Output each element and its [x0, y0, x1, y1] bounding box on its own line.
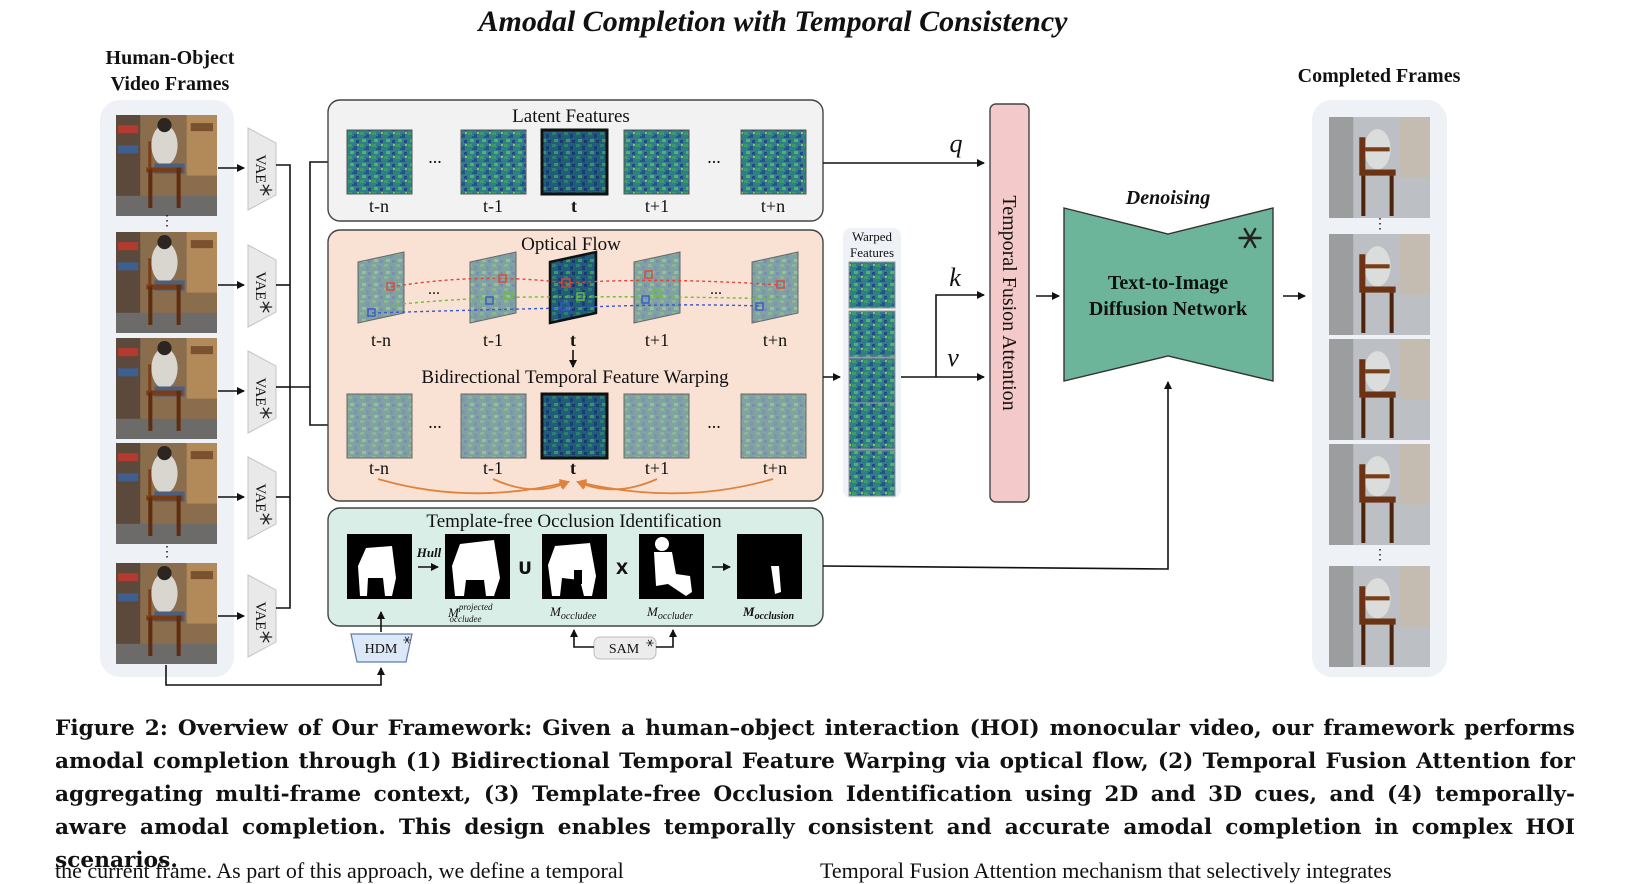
warped-title-line2: Features [850, 245, 894, 260]
body-text-right: Temporal Fusion Attention mechanism that… [820, 858, 1392, 883]
mask-subscript: occlusion [755, 611, 795, 622]
warping-label: t+n [763, 458, 787, 478]
warped-feature-stack [848, 261, 896, 497]
completed-frame [1329, 444, 1430, 545]
hdm-block [350, 633, 413, 663]
warping-label: t [570, 458, 576, 478]
sam-block [593, 636, 657, 660]
vae-label: VAE [252, 484, 268, 513]
flow-correspondences [371, 277, 782, 314]
warping-title: Bidirectional Temporal Feature Warping [421, 367, 729, 388]
vae-label: VAE [252, 378, 268, 407]
mask-subscript: occluder [658, 611, 693, 622]
warped-maps [346, 392, 807, 460]
flow-ellipsis: ... [710, 281, 722, 298]
warping-arcs [377, 478, 774, 495]
completed-frame [1329, 566, 1430, 667]
flow-markers [367, 270, 785, 317]
mask-images [347, 534, 802, 599]
optical-flow-title: Optical Flow [521, 234, 621, 255]
diffusion-label-line2: Diffusion Network [1089, 298, 1248, 320]
mask-symbol: M [646, 604, 659, 619]
completed-frame [1329, 339, 1430, 440]
flow-label: t+n [763, 330, 787, 350]
occlusion-title: Template-free Occlusion Identification [426, 511, 722, 532]
warping-label: t-n [369, 458, 389, 478]
input-frame [116, 443, 217, 544]
multiply-operator: X [616, 559, 629, 578]
mask-label-occludee: Moccludee [549, 604, 597, 622]
input-to-modules-arrows [165, 611, 677, 686]
warping-ellipsis: ... [707, 412, 721, 432]
mask-symbol: M [742, 604, 755, 619]
ellipsis-vertical: ⋮ [160, 545, 174, 560]
vae-label: VAE [252, 602, 268, 631]
latent-maps [346, 128, 807, 196]
latent-ellipsis: ... [707, 147, 721, 167]
mask-label-occlusion: Mocclusion [742, 604, 794, 622]
frame-arrows [218, 158, 343, 620]
v-label: v [947, 343, 959, 372]
flow-label: t+1 [645, 330, 669, 350]
figure-caption: Figure 2: Overview of Our Framework: Giv… [55, 716, 1575, 873]
denoising-label: Denoising [1125, 187, 1210, 209]
latent-label: t-n [369, 196, 389, 216]
mask-label-occluder: Moccluder [646, 604, 693, 622]
completed-frame [1329, 117, 1430, 218]
hull-label: Hull [416, 545, 442, 560]
latent-ellipsis: ... [428, 147, 442, 167]
latent-label: t [571, 196, 577, 216]
vae-label: VAE [252, 155, 268, 184]
union-operator: U [518, 559, 532, 579]
latent-label: t+1 [645, 196, 669, 216]
flow-label: t-1 [483, 330, 503, 350]
hdm-label: HDM [365, 642, 398, 657]
ellipsis-vertical: ⋮ [160, 214, 174, 229]
ellipsis-vertical: ⋮ [1373, 217, 1387, 232]
warping-label: t+1 [645, 458, 669, 478]
input-title-line1: Human-Object [106, 47, 235, 69]
temporal-fusion-attention-label: Temporal Fusion Attention [998, 195, 1020, 410]
q-label: q [950, 129, 963, 158]
sam-label: SAM [609, 642, 640, 657]
input-frame [116, 563, 217, 664]
mask-symbol: M [549, 604, 562, 619]
diffusion-label-line1: Text-to-Image [1108, 272, 1228, 294]
latent-label: t-1 [483, 196, 503, 216]
input-frame [116, 232, 217, 333]
flow-label: t-n [371, 330, 391, 350]
completed-frame [1329, 234, 1430, 335]
occlusion-to-diffusion-arrow [822, 381, 1172, 570]
vae-encoders: VAE VAE VAE VAE VAE [247, 127, 277, 658]
completed-frames-title: Completed Frames [1298, 65, 1461, 87]
latent-features-title: Latent Features [512, 106, 630, 127]
mask-label-projected: Mprojected occludee [447, 602, 493, 624]
k-label: k [949, 263, 961, 292]
warping-label: t-1 [483, 458, 503, 478]
warping-ellipsis: ... [428, 412, 442, 432]
warped-title-line1: Warped [852, 229, 893, 244]
input-frame [116, 115, 217, 216]
flow-label: t [570, 330, 576, 350]
vae-label: VAE [252, 272, 268, 301]
temporal-fusion-attention-block [989, 103, 1030, 503]
mask-symbol: M [447, 605, 460, 620]
latent-label: t+n [761, 196, 785, 216]
diffusion-network-block [1063, 207, 1274, 382]
ellipsis-vertical: ⋮ [1373, 548, 1387, 563]
mask-superscript: projected [458, 602, 493, 612]
mask-subscript: occludee [450, 614, 482, 624]
input-frame [116, 338, 217, 439]
figure-title: Amodal Completion with Temporal Consiste… [477, 5, 1069, 38]
body-text-row: the current frame. As part of this appro… [0, 858, 1626, 883]
flow-ellipsis: ... [428, 281, 440, 298]
framework-figure: Amodal Completion with Temporal Consiste… [100, 5, 1461, 686]
body-text-left: the current frame. As part of this appro… [55, 858, 624, 883]
input-title-line2: Video Frames [111, 73, 230, 95]
mask-subscript: occludee [561, 611, 597, 622]
qkv-arrows [823, 159, 985, 381]
